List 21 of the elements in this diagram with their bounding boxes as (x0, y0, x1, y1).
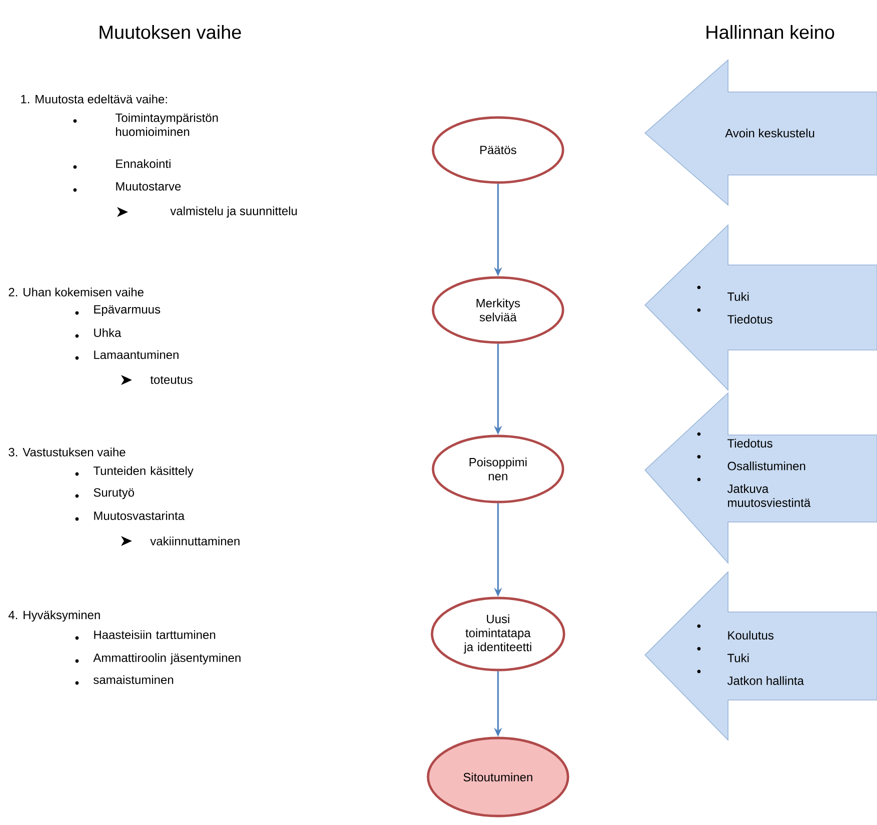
list-item: Epävarmuus (94, 305, 160, 316)
list-item: vakiinnuttaminen (150, 536, 240, 546)
list-item: Toimintaympäristön huomioiminen (115, 113, 218, 136)
stage-heading: 2. Uhan kokemisen vaihe (8, 288, 144, 296)
list-item: Lamaantuminen (94, 350, 178, 359)
stage-heading: 3. Vastustuksen vaihe (8, 448, 126, 456)
list-item: toteutus (150, 376, 192, 384)
list-item: Ennakointi (116, 159, 170, 168)
list-item: Muutostarve (116, 182, 181, 191)
stage-heading: 1. Muutosta edeltävä vaihe: (21, 94, 167, 104)
column-heading: Hallinnan keino (706, 25, 834, 39)
list-item: valmistelu ja suunnittelu (170, 206, 297, 218)
stage-heading: 4. Hyväksyminen (8, 610, 100, 622)
list-item: Ammattiroolin jäsentyminen (93, 653, 240, 664)
list-item: Tunteiden käsittely (93, 466, 194, 478)
list-item: Surutyö (94, 488, 134, 500)
list-item: samaistuminen (94, 675, 174, 684)
list-item: Uhka (94, 328, 122, 337)
list-item: Haasteisiin tarttuminen (94, 630, 216, 640)
list-item: Muutosvastarinta (94, 511, 185, 520)
column-heading: Muutoksen vaihe (100, 25, 241, 39)
